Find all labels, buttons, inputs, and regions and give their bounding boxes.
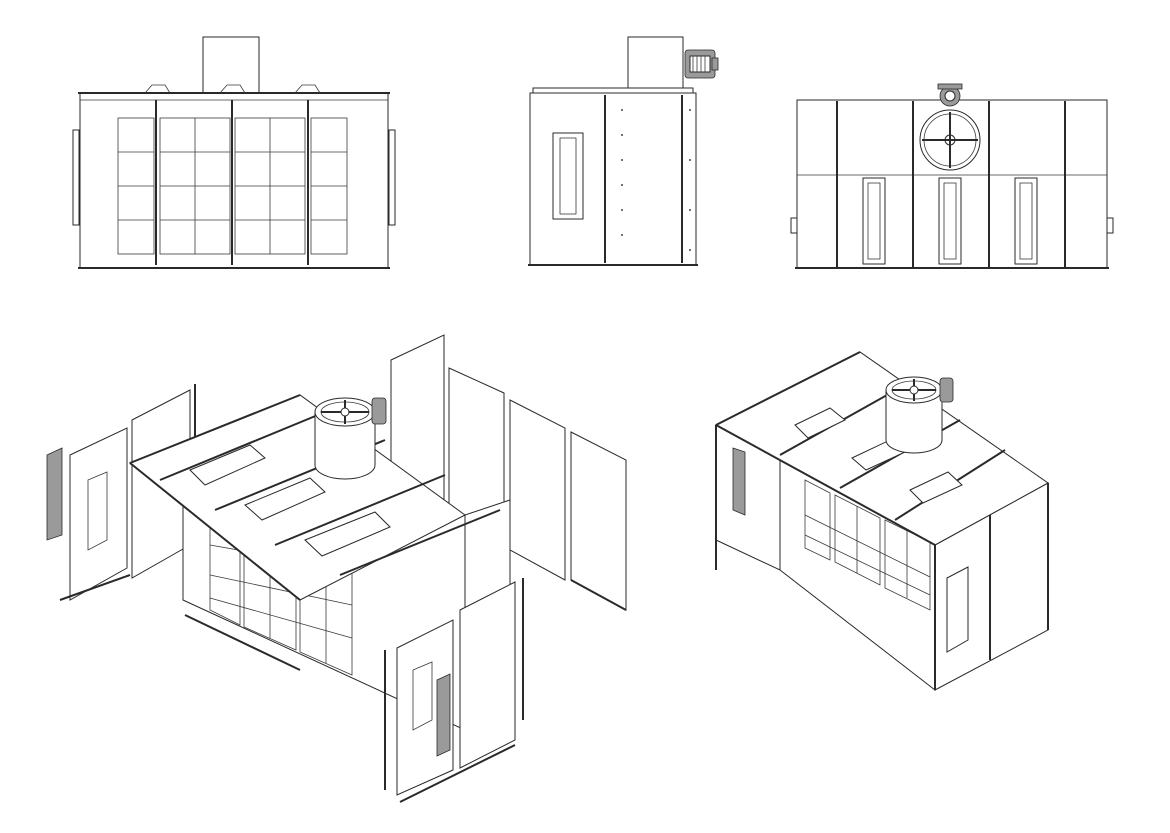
front-elevation: [72, 36, 396, 269]
assembled-fan-drum: [885, 376, 954, 454]
side-elevation: [528, 36, 719, 266]
exploded-ceiling-filters: [189, 444, 391, 557]
side-rivets: [621, 109, 691, 251]
rear-filter-slots: [862, 177, 1038, 265]
roof-bracket: [144, 84, 171, 94]
loose-wall-panel: [509, 399, 566, 581]
assembled-isometric: [714, 351, 1049, 692]
front-right-hinge: [388, 129, 396, 226]
exploded-isometric: [46, 334, 627, 803]
assembled-left-filter: [732, 447, 746, 516]
rear-fan: [919, 109, 981, 171]
front-booth-body: [79, 92, 389, 269]
front-left-hinge: [72, 129, 80, 226]
roof-bracket: [219, 84, 246, 94]
rear-elevation: [790, 83, 1114, 269]
side-exhaust-stack: [627, 36, 684, 90]
side-motor: [684, 49, 719, 79]
rear-hinge-right: [1106, 217, 1114, 234]
exploded-fan-drum: [314, 397, 387, 480]
side-filter-slot: [552, 132, 584, 220]
assembled-right-filter: [946, 566, 969, 653]
front-windows: [117, 117, 348, 255]
front-exhaust-stack: [202, 36, 260, 94]
loose-door-panel: [459, 581, 516, 769]
rear-motor: [937, 83, 963, 107]
loose-wall-panel: [570, 431, 627, 611]
loose-side-panel: [69, 427, 128, 601]
rear-hinge-left: [790, 217, 798, 234]
roof-bracket: [294, 84, 321, 94]
loose-filter-frame: [46, 447, 63, 541]
